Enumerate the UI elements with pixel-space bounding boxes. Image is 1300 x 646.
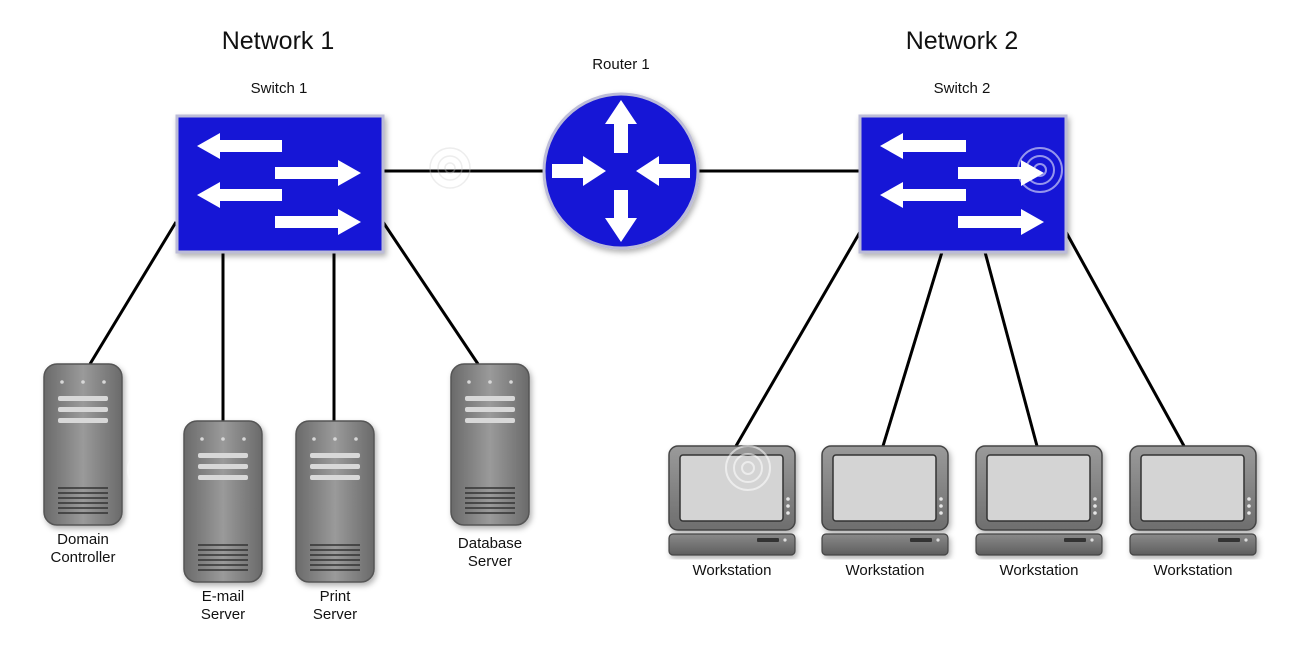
switch-2	[858, 114, 1068, 254]
watermark-swirl-icon	[127, 147, 1063, 493]
workstation-4	[1129, 445, 1257, 556]
watermark-swirl-icon	[429, 147, 471, 189]
server-print	[295, 420, 375, 583]
link-switch2-workstation-1	[734, 231, 862, 447]
workstation-4-label: Workstation	[1153, 562, 1233, 579]
router-arrows-icon	[552, 100, 690, 242]
link-switch2-workstation-3	[983, 251, 1039, 447]
domain-controller-label: Domain Controller	[50, 531, 116, 566]
switch-arrows-icon	[880, 133, 1044, 235]
server-database	[450, 363, 530, 526]
workstation-1-label: Workstation	[692, 562, 772, 579]
network-2-title: Network 2	[905, 27, 1019, 55]
database-server-label: Database Server	[457, 535, 523, 570]
link-switch2-workstation-2	[881, 251, 944, 447]
link-switch1-domain-controller	[88, 221, 178, 365]
links	[88, 169, 1186, 447]
workstation-1	[668, 445, 796, 556]
server-email	[183, 420, 263, 583]
workstation-2	[821, 445, 949, 556]
switch-1	[175, 114, 385, 254]
workstation-2-label: Workstation	[845, 562, 925, 579]
switch-1-label: Switch 1	[250, 80, 308, 97]
email-server-label: E-mail Server	[200, 588, 246, 623]
network-1-title: Network 1	[221, 27, 335, 55]
workstation-3	[975, 445, 1103, 556]
link-switch1-database-server	[381, 221, 480, 365]
link-switch2-workstation-4	[1064, 231, 1186, 447]
switch-2-label: Switch 2	[933, 80, 991, 97]
server-domain-controller	[43, 363, 123, 526]
router-1	[542, 92, 700, 250]
router-1-label: Router 1	[592, 56, 650, 73]
switch-arrows-icon	[197, 133, 361, 235]
print-server-label: Print Server	[312, 588, 358, 623]
workstation-3-label: Workstation	[999, 562, 1079, 579]
